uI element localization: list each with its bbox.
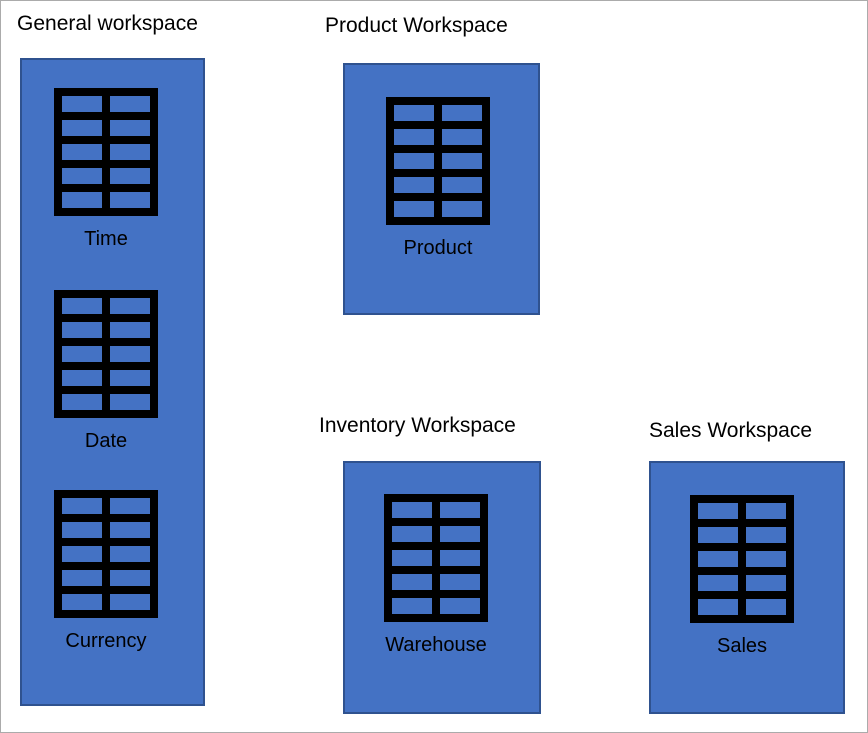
table-icon	[54, 290, 158, 418]
table-item-product[interactable]: Product	[386, 97, 490, 259]
workspace-box-sales[interactable]: Sales	[649, 461, 845, 714]
table-item-sales[interactable]: Sales	[690, 495, 794, 657]
table-label-warehouse: Warehouse	[385, 634, 487, 656]
table-item-time[interactable]: Time	[54, 88, 158, 250]
workspace-box-inventory[interactable]: Warehouse	[343, 461, 541, 714]
table-icon	[54, 490, 158, 618]
table-label-date: Date	[84, 430, 128, 452]
table-icon	[386, 97, 490, 225]
table-item-warehouse[interactable]: Warehouse	[384, 494, 488, 656]
table-label-product: Product	[403, 237, 473, 259]
workspace-title-product: Product Workspace	[325, 14, 508, 37]
workspace-box-general[interactable]: Time Date Currency	[20, 58, 205, 706]
table-icon	[54, 88, 158, 216]
table-label-time: Time	[84, 228, 128, 250]
workspace-box-product[interactable]: Product	[343, 63, 540, 315]
table-label-currency: Currency	[65, 630, 147, 652]
workspace-title-general: General workspace	[17, 12, 198, 35]
workspace-title-inventory: Inventory Workspace	[319, 414, 516, 437]
table-item-date[interactable]: Date	[54, 290, 158, 452]
table-label-sales: Sales	[716, 635, 768, 657]
table-item-currency[interactable]: Currency	[54, 490, 158, 652]
workspace-title-sales: Sales Workspace	[649, 419, 813, 442]
table-icon	[690, 495, 794, 623]
table-icon	[384, 494, 488, 622]
